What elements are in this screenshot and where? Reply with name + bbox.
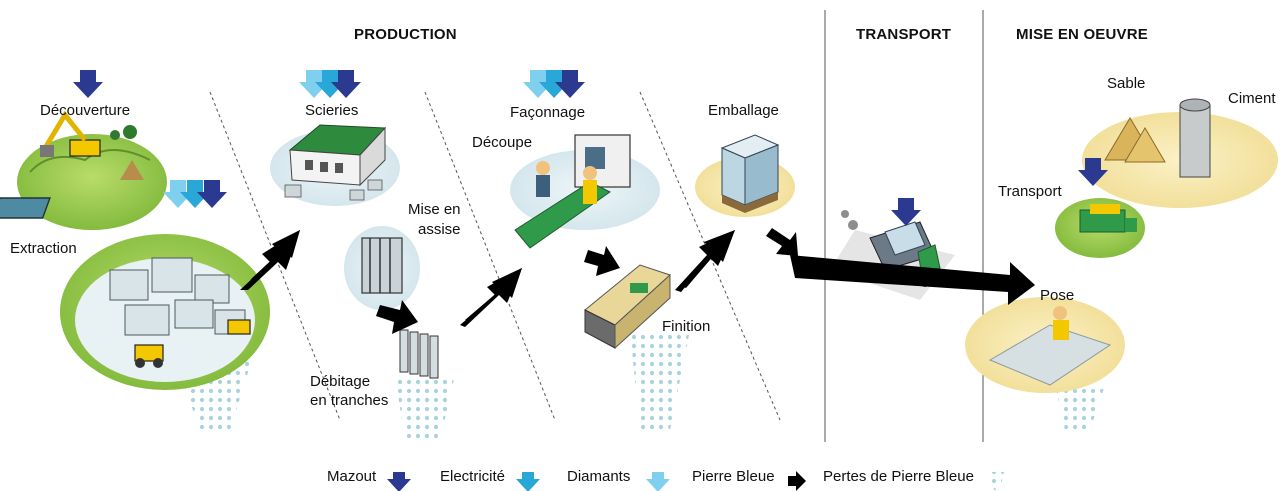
diamants-arrow-faconnage [523,70,553,98]
label-transport-mise: Transport [998,183,1062,200]
label-debitage-line1: Débitage [310,373,371,390]
pierre-bleue-arrow-icon [788,471,806,491]
label-scieries: Scieries [305,102,359,119]
diamants-arrow-icon [646,472,670,491]
mazout-arrow-decouverture [73,70,103,98]
label-mise-en-assise-line1: Mise en [408,201,461,218]
mazout-arrow-scieries [331,70,361,98]
label-decoupe: Découpe [472,134,533,151]
label-mise-en-assise-line2: assise [418,221,461,238]
legend-mazout: Mazout [327,468,377,485]
pierre-bleue-flow-arrows [240,228,1035,334]
legend-electricite: Electricité [440,468,506,485]
legend-pertes: Pertes de Pierre Bleue [823,468,974,485]
label-debitage-line2: en tranches [310,392,389,409]
diamants-arrow-scieries [299,70,329,98]
emballage-scene [695,134,795,217]
label-emballage: Emballage [708,102,779,119]
electricite-arrow-icon [516,472,540,491]
mazout-arrow-transport [891,198,921,226]
electricite-arrow-faconnage [539,70,569,98]
mazout-arrow-icon [387,472,411,491]
label-decouverture: Découverture [40,102,131,119]
label-finition: Finition [662,318,711,335]
header-transport: TRANSPORT [856,26,952,43]
extraction-scene [60,234,270,390]
label-pose: Pose [1040,287,1075,304]
sable-ciment-scene [1082,98,1278,208]
decouverture-scene [0,110,167,230]
debitage-scene [399,329,439,379]
label-ciment: Ciment [1228,90,1276,107]
legend-pierre-bleue: Pierre Bleue [692,468,775,485]
scieries-scene [270,124,400,206]
legend-icons [387,471,1004,491]
finition-scene [584,264,671,350]
label-faconnage: Façonnage [510,104,586,121]
pertes-arrow-icon [990,472,1004,490]
input-arrows [73,70,1108,226]
electricite-arrow-extraction [180,180,210,208]
mise-en-assise-scene [344,226,420,310]
header-production: PRODUCTION [354,26,457,43]
legend-diamants: Diamants [567,468,631,485]
mise-transport-scene [1055,198,1145,258]
label-extraction: Extraction [10,240,77,257]
mazout-arrow-faconnage [555,70,585,98]
decoupe-scene [510,134,660,249]
label-sable: Sable [1107,75,1146,92]
electricite-arrow-scieries [315,70,345,98]
mazout-arrow-mise-transport [1078,158,1108,186]
pose-scene [965,297,1125,393]
header-mise-en-oeuvre: MISE EN OEUVRE [1016,26,1148,43]
diamants-arrow-extraction [163,180,193,208]
mazout-arrow-extraction [197,180,227,208]
